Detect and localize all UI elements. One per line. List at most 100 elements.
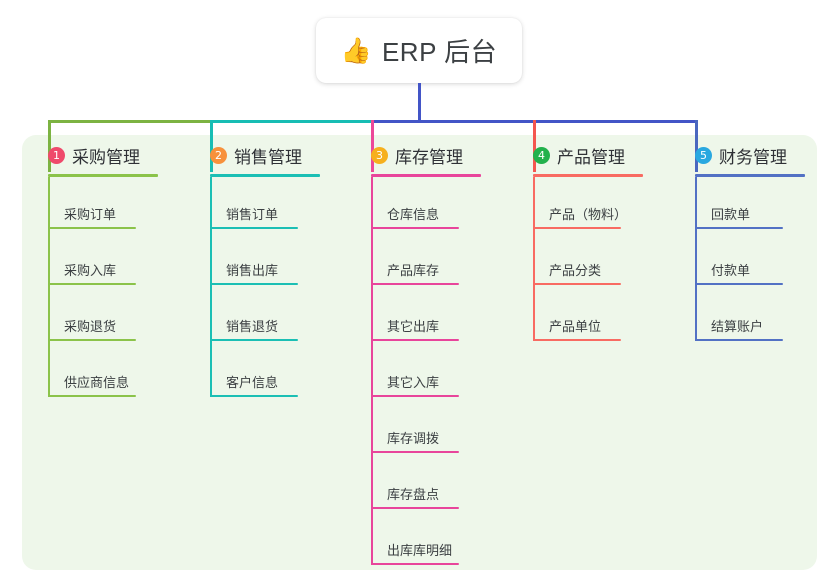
column-underline-inventory	[371, 174, 481, 177]
list-item[interactable]: 仓库信息	[371, 177, 515, 233]
list-item[interactable]: 回款单	[695, 177, 839, 233]
list-item-label: 供应商信息	[64, 375, 130, 390]
list-item-label: 结算账户	[711, 319, 764, 334]
bus-segment-sales	[210, 120, 373, 123]
bus-drop-inventory	[371, 120, 374, 172]
list-item[interactable]: 采购订单	[48, 177, 192, 233]
list-item-label: 产品库存	[387, 263, 440, 278]
list-item-underline	[533, 227, 621, 229]
list-item-underline	[371, 507, 459, 509]
column-badge-inventory: 3	[371, 146, 388, 164]
list-item[interactable]: 销售退货	[210, 289, 354, 345]
list-item-label: 销售退货	[226, 319, 279, 334]
column-finance: 5 财务管理回款单付款单结算账户	[681, 142, 839, 345]
list-item-underline	[210, 283, 298, 285]
list-item-label: 其它出库	[387, 319, 440, 334]
list-item[interactable]: 结算账户	[695, 289, 839, 345]
column-header-product[interactable]: 4 产品管理	[519, 142, 677, 168]
column-spine-finance	[695, 177, 697, 341]
list-item-label: 回款单	[711, 207, 751, 222]
column-header-sales[interactable]: 2 销售管理	[196, 142, 354, 168]
bus-segment-inventory	[371, 120, 535, 123]
list-item[interactable]: 客户信息	[210, 345, 354, 401]
column-sales: 2 销售管理销售订单销售出库销售退货客户信息	[196, 142, 354, 401]
column-title-sales: 销售管理	[234, 147, 302, 167]
column-header-inventory[interactable]: 3 库存管理	[357, 142, 515, 168]
list-item-label: 库存盘点	[387, 487, 440, 502]
list-item-underline	[371, 451, 459, 453]
bus-drop-product	[533, 120, 536, 172]
column-badge-finance: 5	[695, 146, 712, 164]
list-item[interactable]: 产品分类	[533, 233, 677, 289]
column-items-inventory: 仓库信息产品库存其它出库其它入库库存调拨库存盘点出库库明细	[371, 177, 515, 569]
list-item[interactable]: 产品单位	[533, 289, 677, 345]
list-item[interactable]: 采购退货	[48, 289, 192, 345]
column-inventory: 3 库存管理仓库信息产品库存其它出库其它入库库存调拨库存盘点出库库明细	[357, 142, 515, 569]
list-item[interactable]: 库存盘点	[371, 457, 515, 513]
column-badge-sales: 2	[210, 146, 227, 164]
column-title-inventory: 库存管理	[395, 147, 463, 167]
list-item[interactable]: 库存调拨	[371, 401, 515, 457]
list-item-underline	[371, 283, 459, 285]
root-node-title: ERP 后台	[381, 37, 498, 67]
column-underline-product	[533, 174, 643, 177]
list-item-underline	[371, 227, 459, 229]
thumbs-up-icon: 👍	[340, 36, 372, 65]
list-item[interactable]: 销售出库	[210, 233, 354, 289]
list-item[interactable]: 其它入库	[371, 345, 515, 401]
list-item-label: 产品单位	[549, 319, 602, 334]
list-item-label: 客户信息	[226, 375, 279, 390]
column-badge-product: 4	[533, 146, 550, 164]
list-item[interactable]: 采购入库	[48, 233, 192, 289]
diagram-background-panel	[22, 135, 817, 570]
list-item-underline	[695, 339, 783, 341]
list-item-underline	[533, 339, 621, 341]
column-items-product: 产品（物料）产品分类产品单位	[533, 177, 677, 345]
column-spine-inventory	[371, 177, 373, 565]
column-title-finance: 财务管理	[719, 147, 787, 167]
column-badge-purchase: 1	[48, 146, 65, 164]
column-header-purchase[interactable]: 1 采购管理	[34, 142, 192, 168]
list-item-underline	[210, 339, 298, 341]
list-item-underline	[533, 283, 621, 285]
list-item-underline	[371, 563, 459, 565]
bus-drop-finance	[695, 120, 698, 172]
column-items-finance: 回款单付款单结算账户	[695, 177, 839, 345]
list-item-label: 销售订单	[226, 207, 279, 222]
column-header-finance[interactable]: 5 财务管理	[681, 142, 839, 168]
list-item-underline	[48, 395, 136, 397]
list-item-underline	[371, 395, 459, 397]
list-item[interactable]: 出库库明细	[371, 513, 515, 569]
bus-drop-sales	[210, 120, 213, 172]
list-item[interactable]: 付款单	[695, 233, 839, 289]
column-title-product: 产品管理	[557, 147, 625, 167]
list-item-label: 仓库信息	[387, 207, 440, 222]
column-spine-sales	[210, 177, 212, 397]
bus-segment-product	[533, 120, 697, 123]
list-item-underline	[695, 227, 783, 229]
column-spine-purchase	[48, 177, 50, 397]
column-title-purchase: 采购管理	[72, 147, 140, 167]
list-item[interactable]: 产品库存	[371, 233, 515, 289]
root-drop-line	[418, 83, 421, 122]
root-node[interactable]: 👍 ERP 后台	[316, 18, 522, 83]
bus-segment-purchase	[48, 120, 212, 123]
list-item[interactable]: 产品（物料）	[533, 177, 677, 233]
column-spine-product	[533, 177, 535, 341]
list-item-underline	[48, 283, 136, 285]
list-item-label: 采购订单	[64, 207, 117, 222]
list-item[interactable]: 销售订单	[210, 177, 354, 233]
list-item[interactable]: 供应商信息	[48, 345, 192, 401]
list-item[interactable]: 其它出库	[371, 289, 515, 345]
column-items-purchase: 采购订单采购入库采购退货供应商信息	[48, 177, 192, 401]
list-item-label: 销售出库	[226, 263, 279, 278]
list-item-underline	[210, 227, 298, 229]
list-item-underline	[695, 283, 783, 285]
column-underline-purchase	[48, 174, 158, 177]
column-underline-finance	[695, 174, 805, 177]
list-item-label: 其它入库	[387, 375, 440, 390]
list-item-label: 采购入库	[64, 263, 117, 278]
list-item-label: 采购退货	[64, 319, 117, 334]
list-item-label: 出库库明细	[387, 543, 453, 558]
column-items-sales: 销售订单销售出库销售退货客户信息	[210, 177, 354, 401]
